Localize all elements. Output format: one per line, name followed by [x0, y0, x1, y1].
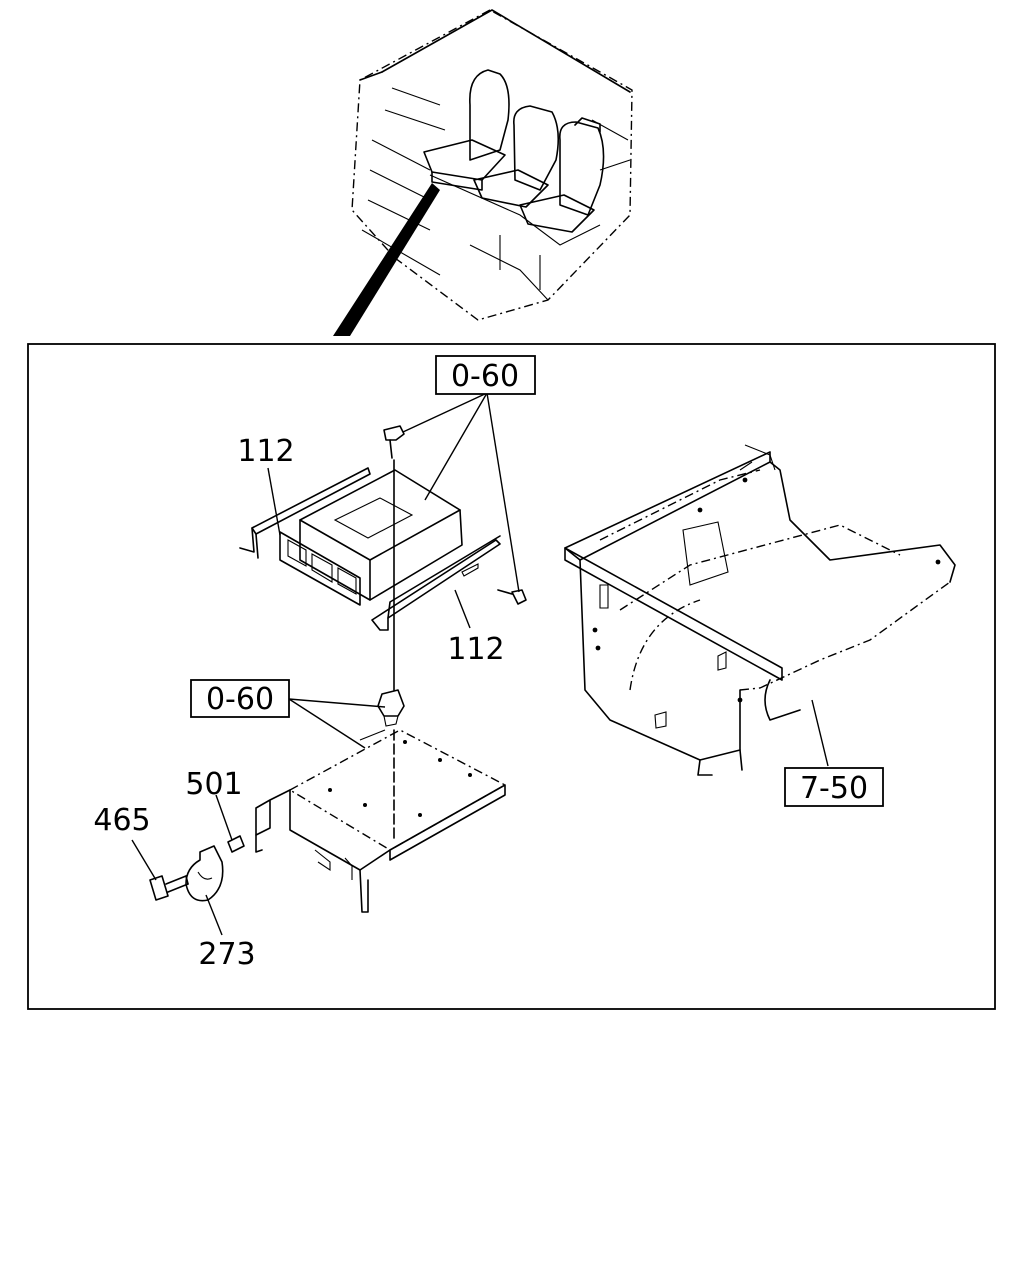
fasteners	[149, 835, 245, 902]
ref-box-frame	[784, 767, 884, 807]
part-label-clamp[interactable]: 273	[198, 937, 255, 972]
ref-label-frame[interactable]: 7-50	[800, 771, 868, 806]
part-label-bolt[interactable]: 465	[93, 803, 150, 838]
mounting-plate	[255, 729, 507, 913]
ref-label-top[interactable]: 0-60	[451, 359, 519, 394]
ref-label-middle[interactable]: 0-60	[206, 682, 274, 717]
detail-frame	[27, 343, 996, 1010]
cab-overview	[333, 9, 633, 336]
ref-box-middle	[190, 679, 290, 718]
ref-box-top	[435, 355, 536, 395]
part-label-bracket-left[interactable]: 112	[237, 434, 294, 469]
ecu-assembly	[239, 425, 527, 839]
part-label-clip[interactable]: 501	[185, 767, 242, 802]
leader-lines	[131, 392, 829, 936]
part-label-bracket-right[interactable]: 112	[447, 632, 504, 667]
part-labels: 0-60 0-60 7-50 112 112 501 465 273	[93, 355, 884, 972]
floor-frame	[564, 444, 956, 776]
